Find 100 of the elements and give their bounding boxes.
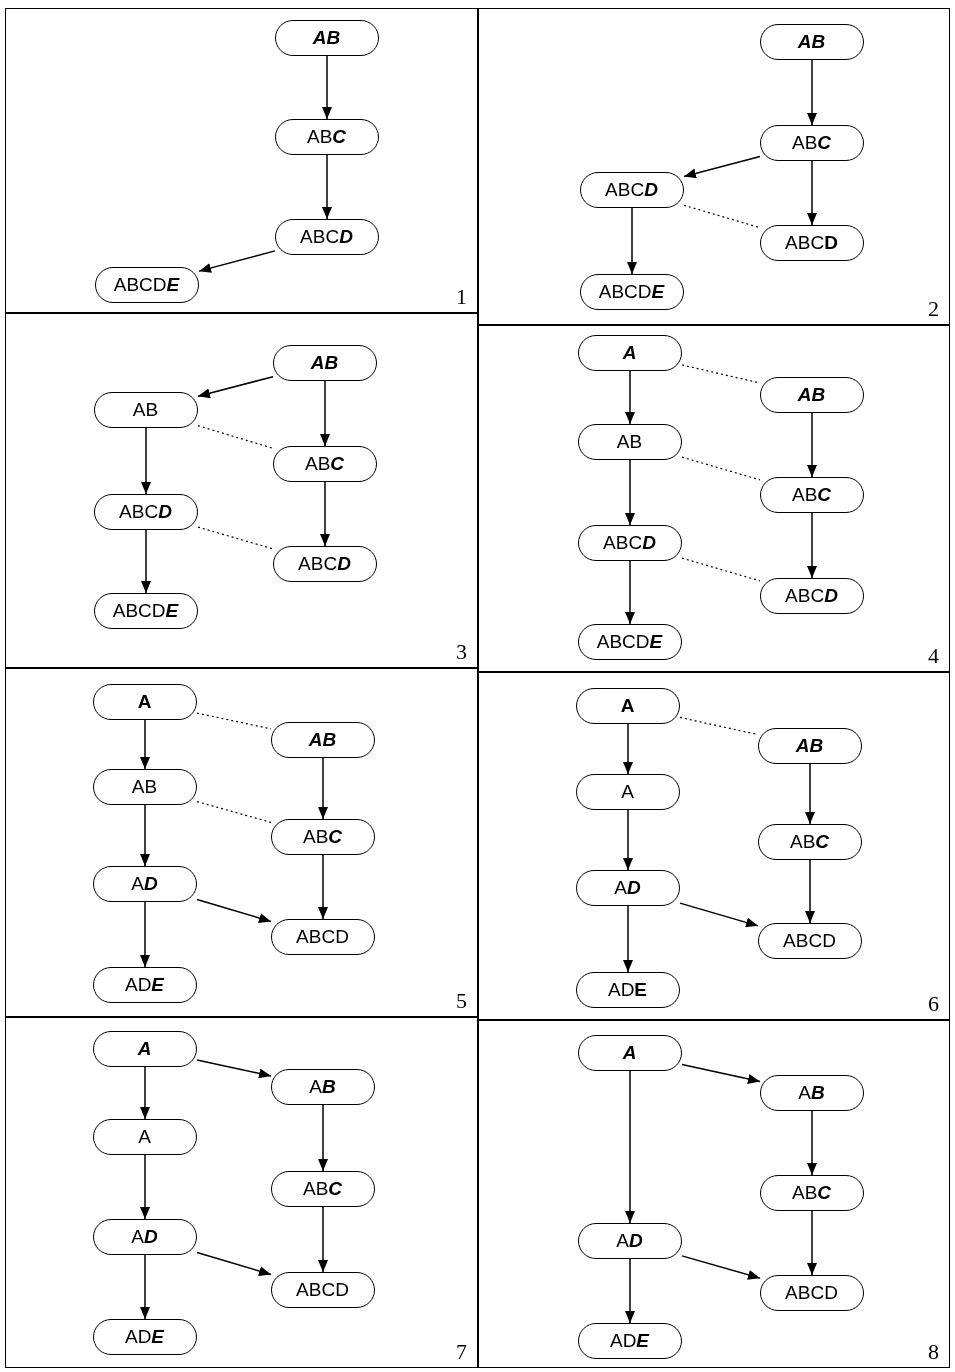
- state-node: ADE: [92, 966, 197, 1003]
- state-node: ABCD: [272, 545, 377, 582]
- state-node: AB: [93, 391, 198, 428]
- arrow: [320, 380, 330, 447]
- panel-frame: [5, 668, 478, 1017]
- arrow: [625, 1070, 635, 1224]
- state-node: ABC: [274, 118, 379, 155]
- arrow: [140, 804, 150, 867]
- state-node: ABCD: [93, 493, 198, 530]
- arrow: [683, 155, 761, 179]
- state-node: ABCD: [579, 171, 684, 208]
- state-node: AD: [575, 869, 680, 906]
- panel-frame: [478, 325, 950, 672]
- state-node: ABC: [272, 445, 377, 482]
- dotted-line: [196, 712, 272, 730]
- arrow: [318, 1104, 328, 1172]
- arrow: [807, 412, 817, 478]
- panel-frame: [5, 313, 478, 668]
- state-node: ABC: [759, 124, 864, 161]
- arrow: [196, 1059, 272, 1079]
- state-node: ABCD: [577, 524, 682, 561]
- panel-frame: [478, 8, 950, 325]
- arrow: [196, 1251, 272, 1276]
- arrow: [140, 719, 150, 770]
- arrow: [625, 370, 635, 425]
- arrow: [140, 1154, 150, 1220]
- panel-number: 5: [456, 988, 467, 1014]
- state-node: AB: [759, 376, 864, 413]
- dotted-line: [196, 801, 272, 823]
- state-node: ABCD: [757, 922, 862, 959]
- panel-frame: [478, 1020, 950, 1368]
- arrow: [318, 757, 328, 820]
- arrow: [318, 854, 328, 920]
- state-node: A: [92, 1030, 197, 1067]
- state-node: ABCDE: [93, 592, 198, 629]
- state-node: ABCDE: [94, 266, 199, 303]
- dotted-line: [197, 425, 274, 449]
- arrow: [681, 1063, 761, 1084]
- arrow: [140, 1254, 150, 1320]
- arrow: [623, 809, 633, 871]
- arrow: [322, 55, 332, 120]
- panel-number: 4: [928, 643, 939, 669]
- arrow: [625, 459, 635, 526]
- state-node: ABC: [270, 1170, 375, 1207]
- state-node: ABCD: [270, 918, 375, 955]
- state-node: AB: [92, 768, 197, 805]
- arrow: [625, 1258, 635, 1324]
- arrow: [140, 901, 150, 968]
- state-node: AB: [272, 344, 377, 381]
- state-node: ABCDE: [577, 623, 682, 660]
- arrow: [625, 560, 635, 625]
- state-node: AD: [92, 1218, 197, 1255]
- state-node: ABCD: [274, 218, 379, 255]
- dotted-line: [681, 557, 761, 582]
- arrow: [681, 1255, 761, 1280]
- panel-number: 1: [456, 284, 467, 310]
- state-node: ADE: [577, 1322, 682, 1359]
- state-node: AB: [270, 721, 375, 758]
- state-node: ABCD: [270, 1271, 375, 1308]
- state-node: A: [92, 683, 197, 720]
- state-node: ABC: [759, 476, 864, 513]
- dotted-line: [683, 204, 761, 229]
- arrow: [197, 375, 274, 399]
- panel-frame: [5, 8, 478, 313]
- state-node: ABCD: [759, 577, 864, 614]
- arrow: [318, 1206, 328, 1273]
- arrow: [807, 512, 817, 579]
- state-node: ABCD: [759, 1274, 864, 1311]
- state-node: AB: [757, 727, 862, 764]
- panel-frame: [5, 1017, 478, 1368]
- arrow: [807, 59, 817, 126]
- state-node: AB: [270, 1068, 375, 1105]
- state-node: ADE: [575, 971, 680, 1008]
- arrow: [140, 1066, 150, 1120]
- dotted-line: [681, 456, 761, 481]
- arrow: [807, 160, 817, 226]
- arrow: [627, 207, 637, 275]
- panel-number: 6: [928, 991, 939, 1017]
- arrow: [807, 1110, 817, 1176]
- state-node: A: [575, 773, 680, 810]
- state-node: ADE: [92, 1318, 197, 1355]
- panel-number: 2: [928, 296, 939, 322]
- state-node: A: [577, 334, 682, 371]
- state-node: AD: [577, 1222, 682, 1259]
- state-node: ABCD: [759, 224, 864, 261]
- state-node: ABC: [759, 1174, 864, 1211]
- arrow: [196, 898, 272, 923]
- state-node: AB: [759, 23, 864, 60]
- state-node: ABC: [757, 823, 862, 860]
- dotted-line: [197, 526, 274, 550]
- arrow: [623, 723, 633, 775]
- arrow: [322, 154, 332, 220]
- panel-number: 7: [456, 1339, 467, 1365]
- arrow: [807, 1210, 817, 1276]
- state-node: ABC: [270, 818, 375, 855]
- state-node: AD: [92, 865, 197, 902]
- panel-number: 3: [456, 639, 467, 665]
- arrow: [141, 529, 151, 594]
- panel-frame: [478, 672, 950, 1020]
- arrow: [141, 427, 151, 495]
